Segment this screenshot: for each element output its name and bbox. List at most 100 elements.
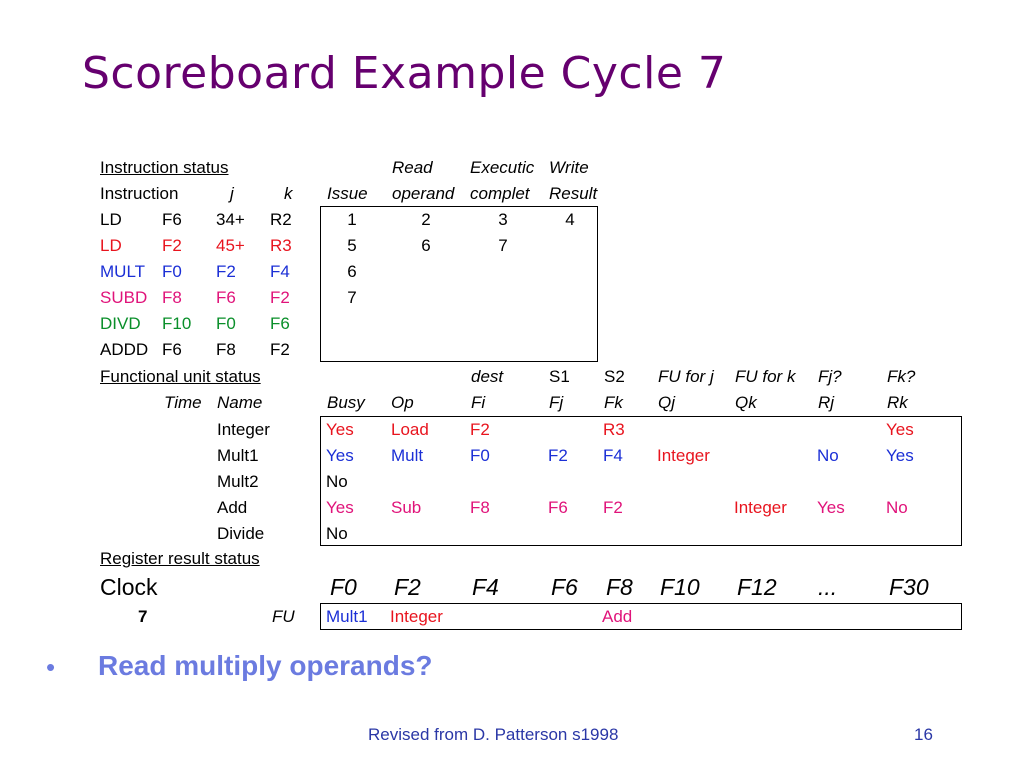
fu-op: Sub: [391, 498, 422, 517]
instr-dest: F6: [162, 340, 182, 359]
fu-busy: Yes: [326, 446, 354, 465]
register-header: F10: [660, 574, 700, 600]
fu-fj: F2: [548, 446, 568, 465]
name-header: Name: [217, 393, 263, 412]
instr-issue: 7: [347, 288, 357, 307]
register-status-box: [320, 603, 962, 630]
fu-rk: No: [886, 498, 908, 517]
rj-header: Rj: [818, 393, 835, 412]
j-header: j: [230, 184, 234, 203]
instr-j: 34+: [216, 210, 245, 229]
fu-busy: No: [326, 472, 348, 491]
dest-header: dest: [471, 367, 504, 386]
register-header: F6: [551, 574, 578, 600]
qj-header: Qj: [658, 393, 675, 412]
fu-busy: Yes: [326, 420, 354, 439]
fu-op: Load: [391, 420, 429, 439]
instr-op: LD: [100, 236, 122, 255]
s1-header: S1: [549, 367, 570, 386]
read-header-bottom: operand: [392, 184, 455, 203]
instr-issue: 5: [347, 236, 357, 255]
instruction-status-label: Instruction status: [100, 158, 229, 177]
fu-for-k-header: FU for k: [735, 367, 796, 386]
rk-header: Rk: [887, 393, 908, 412]
fu-name: Mult1: [217, 446, 259, 465]
fu-fi: F2: [470, 420, 490, 439]
register-fu-value: Add: [602, 607, 633, 626]
k-header: k: [284, 184, 293, 203]
instr-j: F2: [216, 262, 236, 281]
instr-op: LD: [100, 210, 122, 229]
bullet-text: Read multiply operands?: [98, 650, 433, 681]
instr-k: F2: [270, 288, 290, 307]
instr-op: SUBD: [100, 288, 148, 307]
s2-header: S2: [604, 367, 625, 386]
instr-dest: F10: [162, 314, 192, 333]
fu-for-j-header: FU for j: [658, 367, 714, 386]
instr-issue: 1: [347, 210, 357, 229]
op-header: Op: [391, 393, 414, 412]
fu-status-label: Functional unit status: [100, 367, 261, 386]
fu-status-box: [320, 416, 962, 546]
instr-read: 6: [421, 236, 431, 255]
fu-fk: F4: [603, 446, 623, 465]
instr-write: 4: [565, 210, 575, 229]
fu-rk: Yes: [886, 446, 914, 465]
instr-dest: F6: [162, 210, 182, 229]
qk-header: Qk: [735, 393, 757, 412]
instr-op: ADDD: [100, 340, 149, 359]
fu-rj: No: [817, 446, 839, 465]
register-header: F8: [606, 574, 633, 600]
issue-header: Issue: [327, 184, 368, 203]
slide-title: Scoreboard Example Cycle 7: [82, 48, 727, 99]
instr-dest: F8: [162, 288, 182, 307]
instr-k: F2: [270, 340, 290, 359]
exec-header-bottom: complet: [470, 184, 530, 203]
instr-k: F6: [270, 314, 290, 333]
instr-j: F6: [216, 288, 236, 307]
fj-ready-header: Fj?: [818, 367, 842, 386]
fu-name: Add: [217, 498, 248, 517]
instr-exec: 7: [498, 236, 508, 255]
register-header: F30: [889, 574, 929, 600]
fj-header: Fj: [549, 393, 564, 412]
fu-rk: Yes: [886, 420, 914, 439]
instr-issue: 6: [347, 262, 357, 281]
fu-row-label: FU: [272, 607, 295, 626]
fu-fi: F0: [470, 446, 490, 465]
register-header: F0: [330, 574, 357, 600]
fu-fi: F8: [470, 498, 490, 517]
exec-header-top: Executic: [470, 158, 535, 177]
fk-ready-header: Fk?: [887, 367, 916, 386]
register-header: F2: [394, 574, 421, 600]
register-fu-value: Mult1: [326, 607, 368, 626]
fu-op: Mult: [391, 446, 424, 465]
register-status-label: Register result status: [100, 549, 260, 568]
instr-dest: F0: [162, 262, 182, 281]
instr-k: R2: [270, 210, 292, 229]
instr-read: 2: [421, 210, 431, 229]
instr-k: F4: [270, 262, 290, 281]
fu-qj: Integer: [657, 446, 710, 465]
instr-dest: F2: [162, 236, 182, 255]
instr-op: MULT: [100, 262, 146, 281]
fu-fk: R3: [603, 420, 625, 439]
fu-busy: No: [326, 524, 348, 543]
instr-k: R3: [270, 236, 292, 255]
fu-qk: Integer: [734, 498, 787, 517]
fu-name: Integer: [217, 420, 270, 439]
fu-busy: Yes: [326, 498, 354, 517]
fu-name: Mult2: [217, 472, 259, 491]
fu-name: Divide: [217, 524, 265, 543]
write-header-bottom: Result: [549, 184, 598, 203]
clock-value: 7: [138, 607, 148, 626]
fi-header: Fi: [471, 393, 486, 412]
register-fu-value: Integer: [390, 607, 443, 626]
time-header: Time: [164, 393, 202, 412]
instr-exec: 3: [498, 210, 508, 229]
fu-fk: F2: [603, 498, 623, 517]
instruction-header: Instruction: [100, 184, 179, 203]
register-header: F12: [737, 574, 777, 600]
instr-j: 45+: [216, 236, 245, 255]
write-header-top: Write: [549, 158, 589, 177]
